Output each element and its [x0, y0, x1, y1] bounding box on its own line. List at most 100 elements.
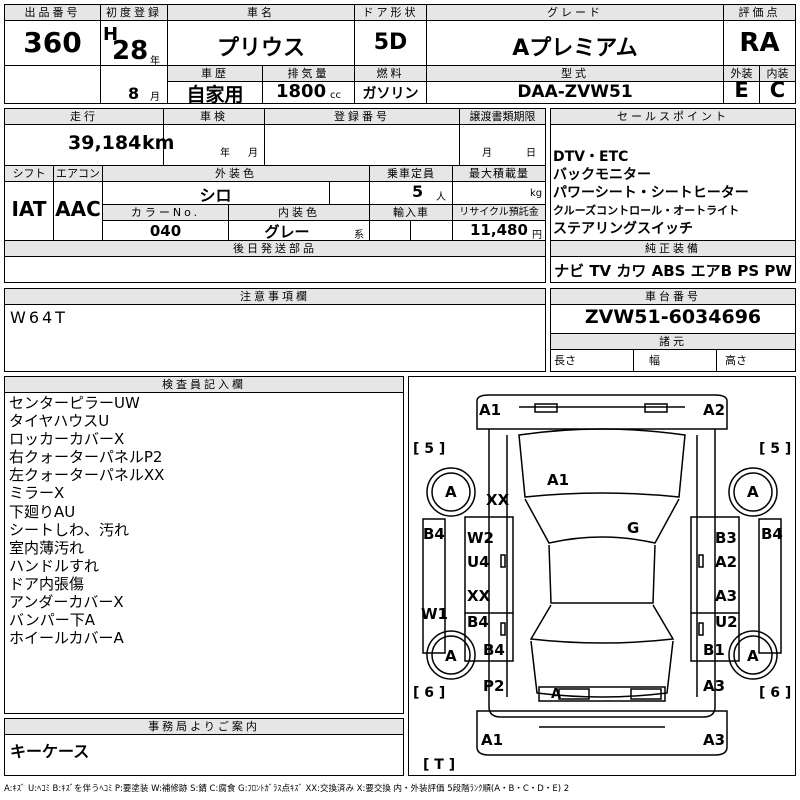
aircon-label: エアコン — [53, 165, 103, 182]
mark-roof: G — [627, 519, 640, 537]
int-color-label: 内装色 — [228, 204, 370, 221]
inspector-line: ドア内張傷 — [9, 574, 85, 593]
door-label: ドア形状 — [354, 4, 427, 21]
sales-header: セールスポイント — [550, 108, 796, 125]
fuel-label: 燃料 — [354, 65, 427, 82]
notes-header: 注意事項欄 — [4, 288, 546, 305]
chassis-number: ZVW51-6034696 — [584, 306, 762, 328]
mark-tire-fr: A — [747, 483, 759, 501]
inspector-line: バンパー下A — [9, 611, 96, 630]
mark-front-left: A1 — [479, 401, 502, 419]
mark-door-fr-1: B3 — [715, 529, 737, 547]
mark-qtr-right-1: B1 — [703, 641, 725, 659]
inspector-header: 検査員記入欄 — [4, 376, 404, 393]
sales-points: DTV・ETC バックモニター パワーシート・シートヒーター クルーズコントロー… — [553, 148, 749, 238]
mark-door-rl-1: XX — [467, 587, 491, 605]
month-unit: 月 — [150, 92, 160, 103]
capacity-value: 5 — [412, 182, 424, 201]
inspection-year-unit: 年 — [220, 148, 230, 159]
mark-rear-right: A3 — [703, 731, 726, 749]
chassis-section: 車台番号 ZVW51-6034696 諸元 長さ 幅 高さ — [550, 288, 796, 372]
mark-hood: A1 — [547, 471, 570, 489]
person-unit: 人 — [436, 192, 446, 203]
car-outline-svg — [422, 394, 782, 756]
mark-door-fr-2: A2 — [715, 553, 738, 571]
mark-door-rr-2: U2 — [715, 613, 738, 631]
spec-height: 高さ — [725, 354, 747, 367]
sales-section: セールスポイント DTV・ETC バックモニター パワーシート・シートヒーター … — [550, 108, 796, 283]
mark-trunk: A — [551, 687, 562, 702]
year: 28 — [112, 36, 149, 66]
history-value: 自家用 — [186, 84, 244, 106]
equipment-value: ナビ TV カワ ABS エアB PS PW — [554, 262, 792, 280]
office-section: 事務局よりご案内 キーケース — [4, 718, 404, 776]
car-diagram: [ 5 ] [ 5 ] [ 6 ] [ 6 ] [ T ] A1 A2 A1 X… — [408, 376, 796, 776]
bracket-right-bottom: [ 6 ] — [759, 685, 792, 701]
yen-unit: 円 — [532, 230, 542, 241]
chassis-header: 車台番号 — [550, 288, 796, 305]
notes-section: 注意事項欄 W64T — [4, 288, 546, 372]
mark-qtr-right-2: A3 — [703, 677, 726, 695]
mark-rear-left: A1 — [481, 731, 504, 749]
later-parts-label: 後日発送部品 — [4, 240, 546, 257]
inspector-lines: センターピラーUW タイヤハウスU ロッカーカバーX 右クォーターパネルP2 左… — [9, 394, 164, 647]
transfer-day-unit: 日 — [526, 148, 536, 159]
door-value: 5D — [373, 30, 408, 55]
fuel-value: ガソリン — [362, 86, 419, 102]
inspector-line: シートしわ、汚れ — [9, 520, 130, 539]
spec-header: 諸元 — [550, 333, 796, 350]
mark-qtr-left-2: P2 — [483, 677, 505, 695]
month: 8 — [128, 84, 140, 103]
office-text: キーケース — [10, 742, 90, 761]
sales-point: DTV・ETC — [553, 149, 629, 165]
score-value: RA — [739, 28, 780, 58]
legend-text: A:ｷｽﾞ U:ﾍｺﾐ B:ｷｽﾞを伴うﾍｺﾐ P:要塗装 W:補修跡 S:錆 … — [4, 784, 570, 794]
recycle-label: リサイクル預託金 — [452, 204, 546, 221]
cc-unit: cc — [330, 90, 341, 101]
model-label: 型式 — [426, 65, 724, 82]
ext-color-value: シロ — [199, 186, 232, 205]
inspector-line: タイヤハウスU — [9, 412, 110, 431]
max-load-label: 最大積載量 — [452, 165, 546, 182]
equipment-header: 純正装備 — [550, 240, 796, 257]
exterior-value: E — [734, 78, 749, 102]
series-unit: 系 — [354, 230, 364, 241]
mark-tire-fl: A — [445, 483, 457, 501]
bracket-rear: [ T ] — [423, 757, 456, 773]
kg-unit: kg — [530, 188, 543, 199]
vehicle-info-section: 走行 39,184 km 車検 年 月 登録番号 譲渡書類期限 月 日 シフト … — [4, 108, 546, 283]
sales-point: ステアリングスイッチ — [553, 221, 693, 237]
sales-point: バックモニター — [553, 167, 651, 183]
mark-pillar-left: B4 — [423, 525, 445, 543]
office-header: 事務局よりご案内 — [4, 718, 404, 735]
ext-color-label: 外装色 — [102, 165, 370, 182]
mark-front-right: A2 — [703, 401, 726, 419]
mark-door-rr-1: A3 — [715, 587, 738, 605]
mark-door-rl-2: B4 — [467, 613, 489, 631]
sales-point: パワーシート・シートヒーター — [553, 185, 749, 201]
mark-rocker-left: W1 — [421, 605, 448, 623]
lot-label: 出品番号 — [4, 4, 101, 21]
color-no-label: カラーNo. — [102, 204, 229, 221]
inspector-section: 検査員記入欄 センターピラーUW タイヤハウスU ロッカーカバーX 右クォーター… — [4, 376, 404, 714]
mileage-label: 走行 — [4, 108, 164, 125]
inspector-line: 左クォーターパネルXX — [9, 466, 165, 485]
inspector-line: アンダーカバーX — [9, 593, 124, 612]
mark-door-fl-2: U4 — [467, 553, 490, 571]
inspection-label: 車検 — [163, 108, 265, 125]
score-label: 評価点 — [723, 4, 796, 21]
transfer-month-unit: 月 — [482, 148, 492, 159]
year-unit: 年 — [150, 56, 160, 67]
import-label: 輸入車 — [369, 204, 453, 221]
car-name-label: 車名 — [167, 4, 355, 21]
mileage-value: 39,184 — [68, 132, 142, 154]
int-color-value: グレー — [264, 223, 310, 241]
inspection-month-unit: 月 — [248, 148, 258, 159]
aircon-value: AAC — [55, 197, 101, 221]
top-section: 出品番号 360 初度登録 H 28 年 8 月 車名 プリウス ドア形状 5D… — [4, 4, 796, 106]
inspector-line: ミラーX — [9, 484, 65, 503]
grade-value: Aプレミアム — [512, 36, 638, 61]
inspector-line: 右クォーターパネルP2 — [9, 448, 163, 467]
mark-qtr-left-1: B4 — [483, 641, 505, 659]
mark-pillar-right: B4 — [761, 525, 783, 543]
